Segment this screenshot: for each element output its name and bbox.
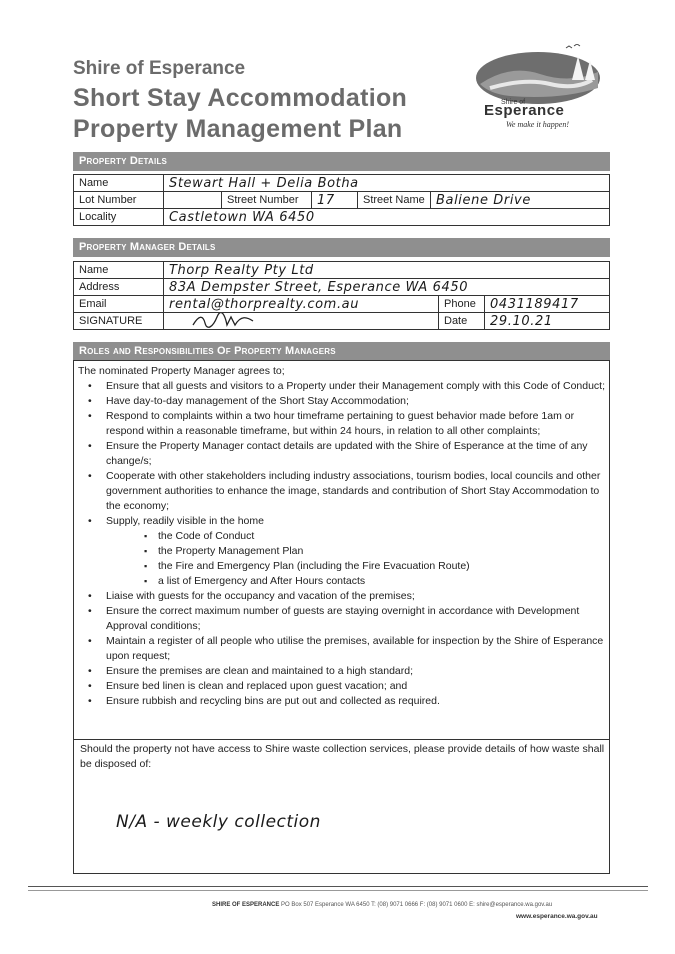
list-item: Ensure the correct maximum number of gue… xyxy=(78,604,608,634)
waste-box[interactable] xyxy=(73,740,610,874)
name-label: Name xyxy=(73,174,164,192)
email-label: Email xyxy=(73,295,164,313)
street-name-value: Baliene Drive xyxy=(436,192,531,208)
date-field[interactable]: 29.10.21 xyxy=(484,312,610,330)
address-field[interactable]: 83A Dempster Street, Esperance WA 6450 xyxy=(163,278,610,296)
lot-number-label: Lot Number xyxy=(73,191,164,209)
manager-name-label: Name xyxy=(73,261,164,279)
lot-number-field[interactable] xyxy=(163,191,222,209)
property-details-heading: Property Details xyxy=(73,152,610,171)
locality-value: Castletown WA 6450 xyxy=(169,209,315,225)
street-number-field[interactable]: 17 xyxy=(311,191,358,209)
signature-scribble xyxy=(192,313,254,328)
street-number-label: Street Number xyxy=(221,191,312,209)
logo-shire-of: Shire of xyxy=(501,99,526,106)
street-name-field[interactable]: Baliene Drive xyxy=(430,191,610,209)
list-item: Maintain a register of all people who ut… xyxy=(78,634,608,664)
date-value: 29.10.21 xyxy=(490,313,553,329)
footer-contact: SHIRE OF ESPERANCE PO Box 507 Esperance … xyxy=(212,902,552,908)
email-value: rental@thorprealty.com.au xyxy=(169,296,360,312)
list-item: Cooperate with other stakeholders includ… xyxy=(78,469,608,514)
email-field[interactable]: rental@thorprealty.com.au xyxy=(163,295,439,313)
sub-list-item: the Code of Conduct xyxy=(78,529,608,544)
signature-label: SIGNATURE xyxy=(73,312,164,330)
roles-box xyxy=(73,360,610,740)
manager-name-field[interactable]: Thorp Realty Pty Ltd xyxy=(163,261,610,279)
logo-name: Esperance xyxy=(484,102,565,119)
manager-details-heading: Property Manager Details xyxy=(73,238,610,257)
logo-tagline: We make it happen! xyxy=(506,120,570,129)
address-label: Address xyxy=(73,278,164,296)
list-item: Ensure bed linen is clean and replaced u… xyxy=(78,679,608,694)
sub-list-item: the Fire and Emergency Plan (including t… xyxy=(78,559,608,574)
roles-content: The nominated Property Manager agrees to… xyxy=(78,364,608,709)
list-item: Ensure that all guests and visitors to a… xyxy=(78,379,608,394)
roles-list: Ensure that all guests and visitors to a… xyxy=(78,379,608,709)
phone-value: 0431189417 xyxy=(490,296,579,312)
street-number-value: 17 xyxy=(317,192,335,208)
footer-rule-2 xyxy=(28,890,648,891)
phone-label: Phone xyxy=(438,295,485,313)
footer-website[interactable]: www.esperance.wa.gov.au xyxy=(516,913,598,920)
owner-name-value: Stewart Hall + Delia Botha xyxy=(169,175,359,191)
footer-rule xyxy=(28,886,648,887)
owner-name-field[interactable]: Stewart Hall + Delia Botha xyxy=(163,174,610,192)
list-item: Ensure the Property Manager contact deta… xyxy=(78,439,608,469)
landscape-logo-icon xyxy=(476,44,600,104)
manager-details-table: Name Thorp Realty Pty Ltd Address 83A De… xyxy=(73,261,610,330)
waste-question: Should the property not have access to S… xyxy=(80,743,605,770)
roles-heading: Roles and Responsibilities Of Property M… xyxy=(73,342,610,361)
sub-list-item: a list of Emergency and After Hours cont… xyxy=(78,574,608,589)
street-name-label: Street Name xyxy=(357,191,431,209)
header-shire: Shire of Esperance xyxy=(73,58,246,79)
list-item: Respond to complaints within a two hour … xyxy=(78,409,608,439)
list-item: Have day-to-day management of the Short … xyxy=(78,394,608,409)
date-label: Date xyxy=(438,312,485,330)
signature-field[interactable] xyxy=(163,312,439,330)
list-item: Supply, readily visible in the home xyxy=(78,514,608,529)
header-subtitle: Property Management Plan xyxy=(73,115,403,143)
shire-logo: Shire of Esperance We make it happen! xyxy=(470,44,610,144)
list-item: Ensure rubbish and recycling bins are pu… xyxy=(78,694,608,709)
list-item: Ensure the premises are clean and mainta… xyxy=(78,664,608,679)
locality-field[interactable]: Castletown WA 6450 xyxy=(163,208,610,226)
waste-answer: N/A - weekly collection xyxy=(116,812,321,832)
phone-field[interactable]: 0431189417 xyxy=(484,295,610,313)
header-title: Short Stay Accommodation xyxy=(73,84,408,112)
locality-label: Locality xyxy=(73,208,164,226)
property-details-table: Name Stewart Hall + Delia Botha Lot Numb… xyxy=(73,174,610,226)
manager-name-value: Thorp Realty Pty Ltd xyxy=(169,262,314,278)
address-value: 83A Dempster Street, Esperance WA 6450 xyxy=(169,279,469,295)
roles-intro: The nominated Property Manager agrees to… xyxy=(78,365,285,377)
list-item: Liaise with guests for the occupancy and… xyxy=(78,589,608,604)
sub-list-item: the Property Management Plan xyxy=(78,544,608,559)
footer-details: PO Box 507 Esperance WA 6450 T: (08) 907… xyxy=(281,902,553,908)
footer-org: SHIRE OF ESPERANCE xyxy=(212,902,280,908)
